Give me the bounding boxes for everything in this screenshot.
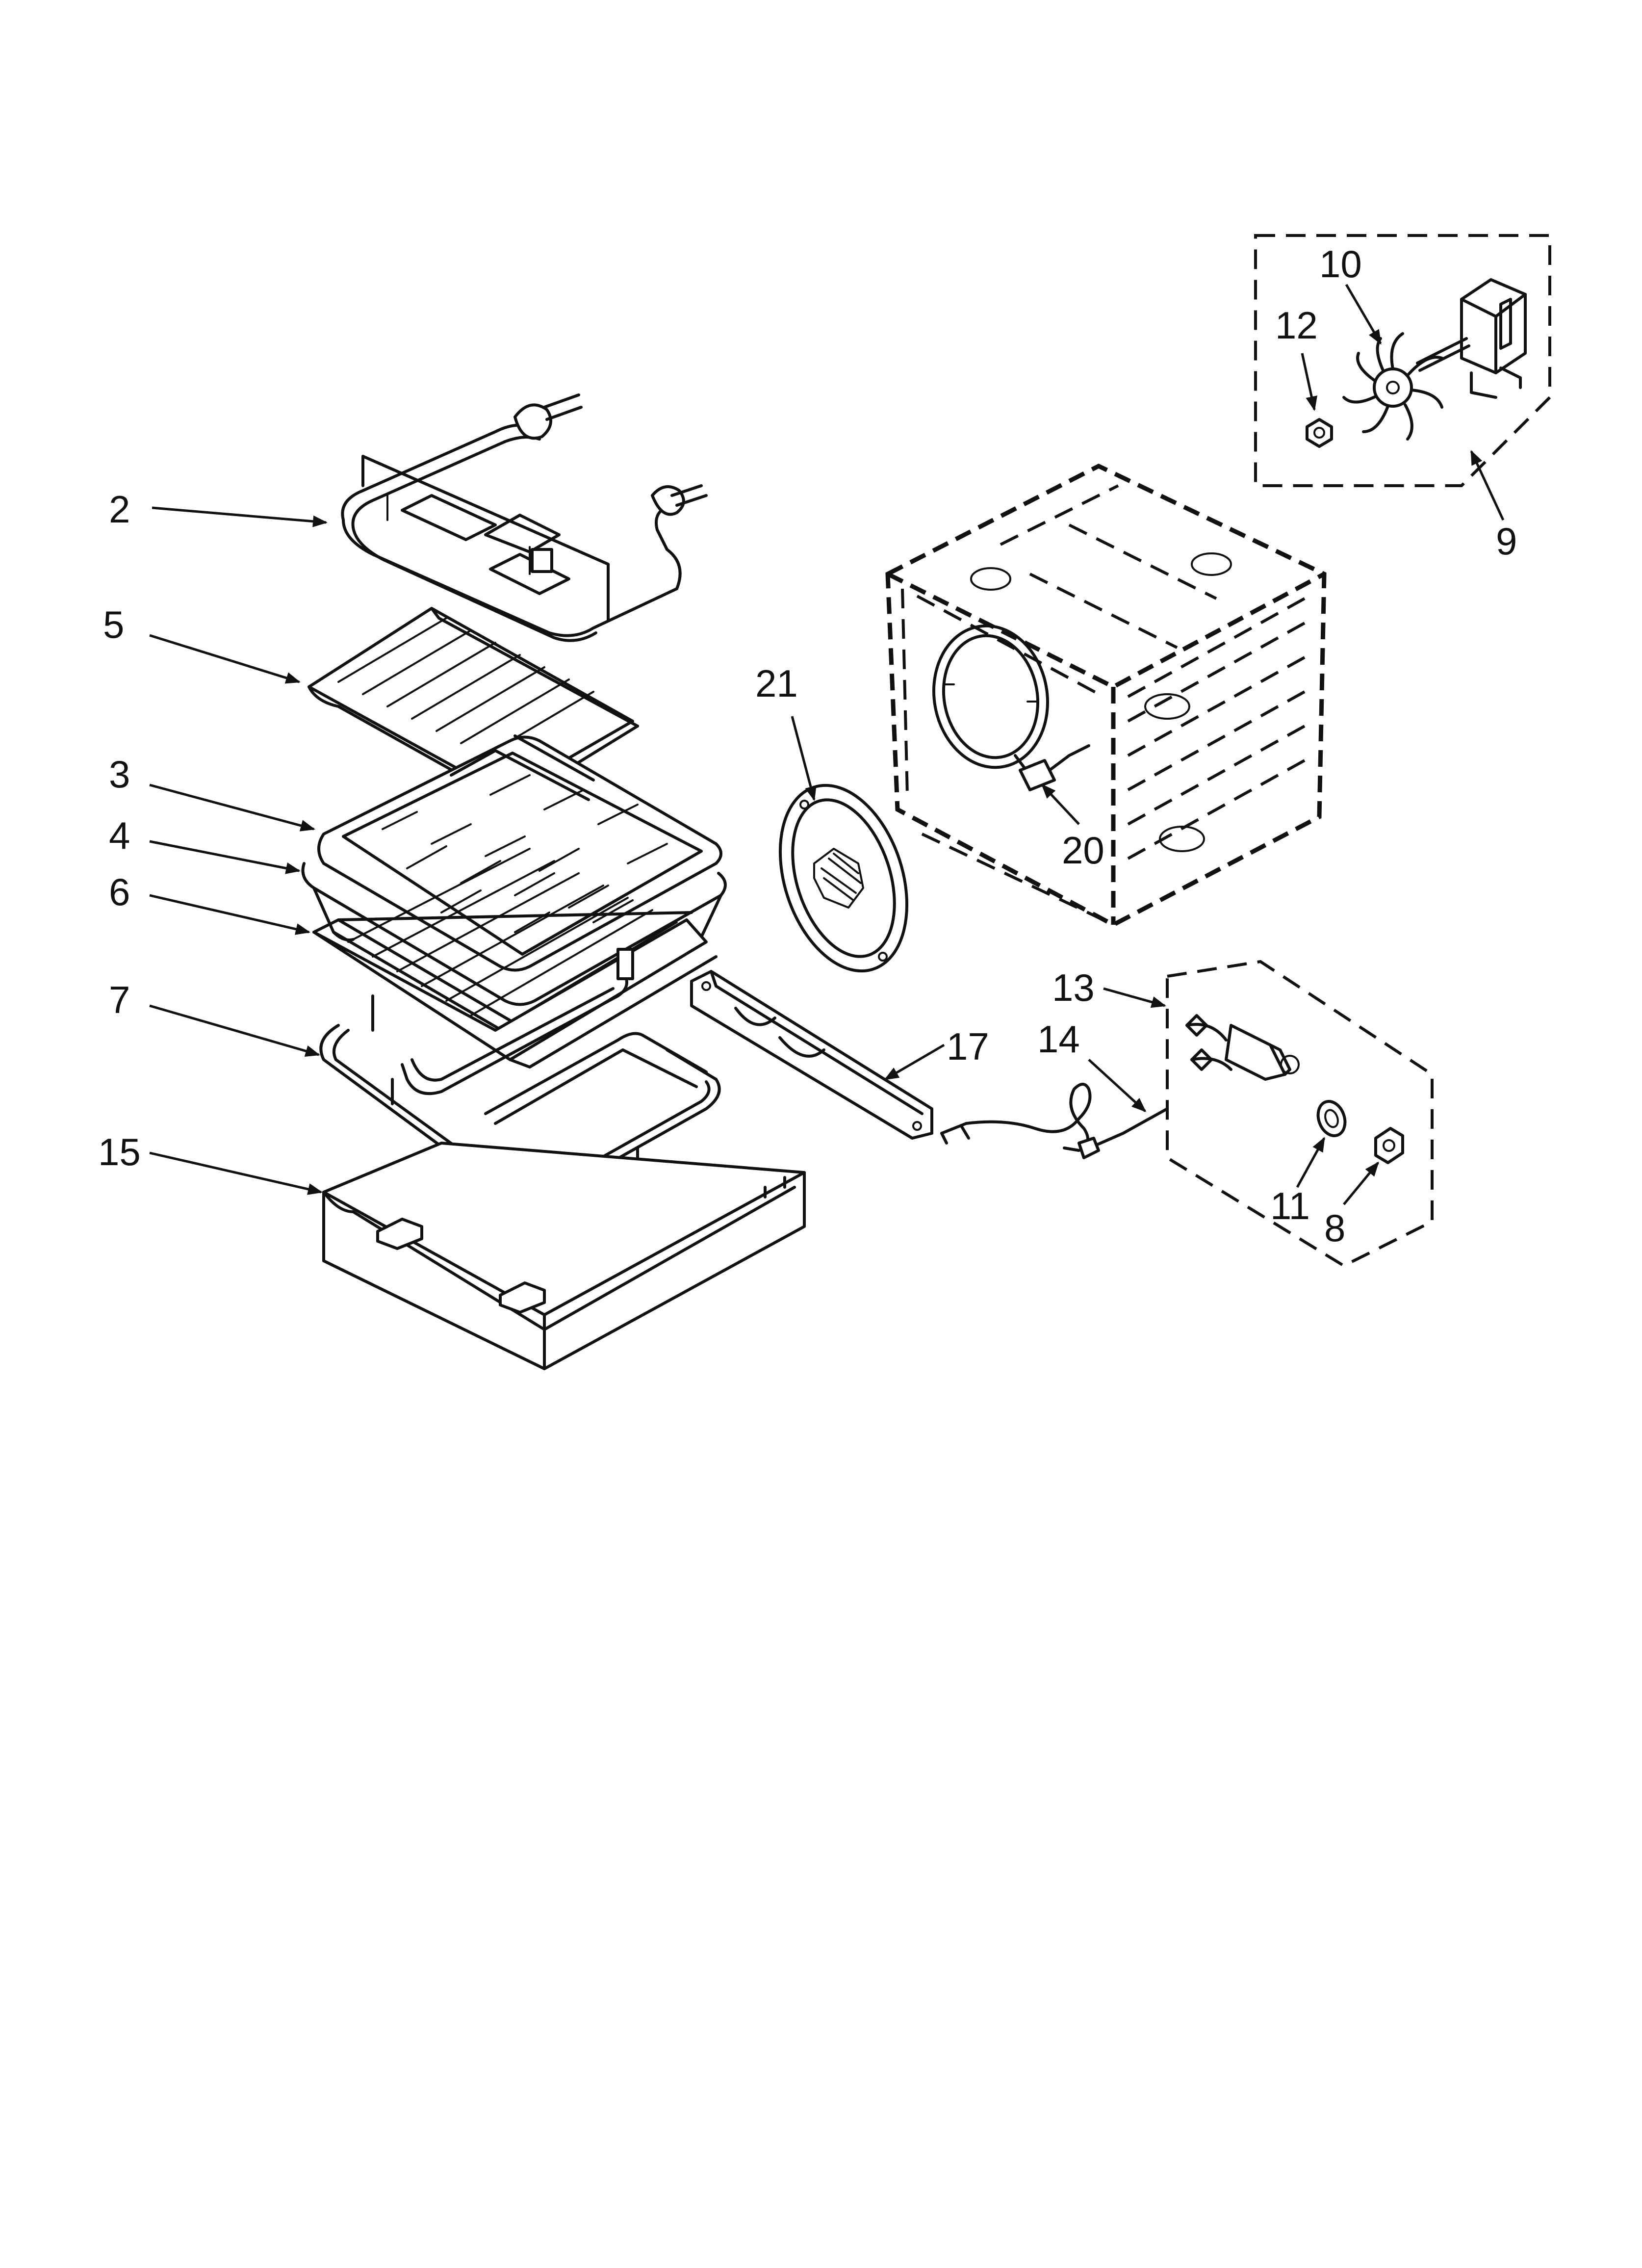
callout-7: 7 xyxy=(109,978,130,1021)
bottom-tray xyxy=(322,1142,806,1370)
callout-8: 8 xyxy=(1324,1206,1345,1250)
callout-3: 3 xyxy=(109,753,130,796)
oven-cavity xyxy=(885,463,1327,928)
fan-motor-kit xyxy=(1254,234,1551,487)
rack-support-bracket xyxy=(690,970,933,1140)
callout-11: 11 xyxy=(1270,1184,1310,1227)
callout-15: 15 xyxy=(98,1130,141,1173)
callout-labels: 2 5 3 4 6 7 15 21 20 10 12 9 13 14 17 11… xyxy=(98,242,1517,1250)
oven-rack xyxy=(312,848,718,1069)
callout-6: 6 xyxy=(109,870,130,913)
probe-jack-kit xyxy=(1166,960,1434,1268)
callout-4: 4 xyxy=(109,814,130,857)
callout-2: 2 xyxy=(109,488,130,531)
callout-10: 10 xyxy=(1319,242,1362,286)
callout-9: 9 xyxy=(1496,520,1517,563)
convection-element xyxy=(932,624,1090,791)
broil-element xyxy=(341,393,708,642)
fan-cover xyxy=(778,783,909,973)
callout-20: 20 xyxy=(1062,829,1104,872)
callout-12: 12 xyxy=(1275,304,1318,347)
callout-5: 5 xyxy=(103,603,124,646)
callout-13: 13 xyxy=(1052,966,1095,1009)
meat-probe xyxy=(940,1083,1169,1159)
callout-21: 21 xyxy=(755,662,798,705)
callout-14: 14 xyxy=(1037,1017,1080,1061)
callout-17: 17 xyxy=(947,1025,989,1068)
leader-arrows xyxy=(149,284,1505,1205)
